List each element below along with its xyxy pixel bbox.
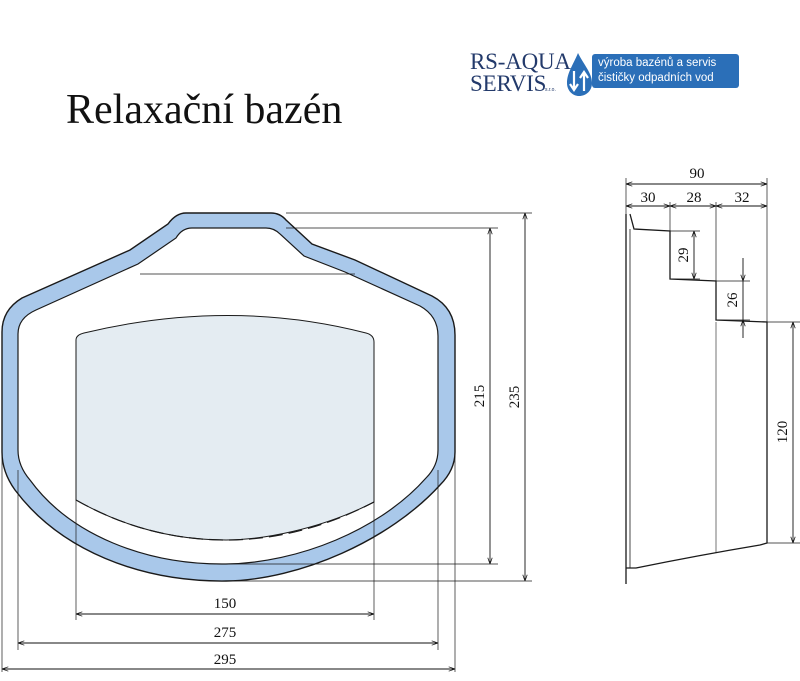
pool-floor bbox=[75, 315, 375, 541]
logo-suffix: s.r.o. bbox=[545, 87, 556, 93]
section-profile bbox=[625, 213, 768, 584]
dim-overall-depth: 235 bbox=[507, 386, 523, 409]
dim-step-3: 32 bbox=[735, 190, 750, 206]
section-view: 90 30 28 32 29 26 120 bbox=[625, 166, 800, 584]
dim-inner-width: 275 bbox=[214, 625, 237, 641]
dim-section-width: 90 bbox=[690, 166, 705, 182]
logo-line-1: RS-AQUA bbox=[470, 49, 571, 74]
logo-tagline-2: čističky odpadních vod bbox=[598, 72, 714, 84]
page-title: Relaxační bazén bbox=[66, 87, 343, 133]
company-logo: RS-AQUA SERVIS s.r.o. výroba bazénů a se… bbox=[470, 50, 770, 100]
dim-step-1: 30 bbox=[641, 190, 656, 206]
logo-tagline-1: výroba bazénů a servis bbox=[598, 57, 717, 69]
dim-overall-width: 295 bbox=[214, 652, 237, 668]
logo-tagline: výroba bazénů a servis čističky odpadníc… bbox=[592, 54, 739, 88]
dim-inner-depth: 215 bbox=[472, 385, 488, 408]
floor-dashed-edge bbox=[75, 499, 375, 541]
logo-line-2: SERVIS bbox=[470, 71, 547, 96]
dim-section-depth: 120 bbox=[775, 421, 791, 444]
plan-view: 150 275 295 215 235 bbox=[1, 212, 532, 672]
dim-step-2: 28 bbox=[687, 190, 702, 206]
dim-rise-1: 29 bbox=[676, 248, 692, 263]
dim-floor-width: 150 bbox=[214, 596, 237, 612]
water-drop-arrows-icon bbox=[567, 53, 592, 96]
dim-rise-2: 26 bbox=[725, 292, 741, 308]
